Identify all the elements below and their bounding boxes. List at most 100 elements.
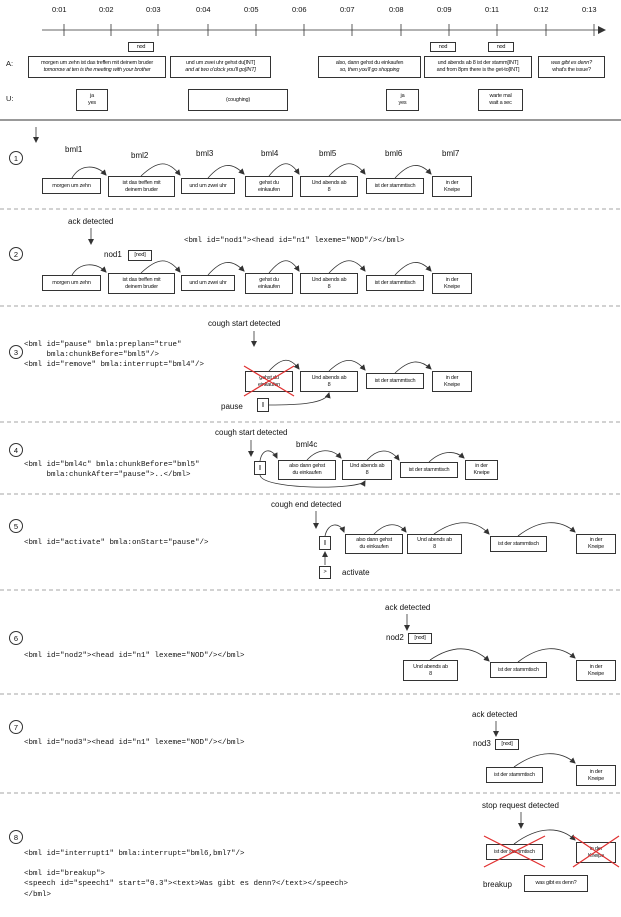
tick-label: 0:05 — [244, 5, 259, 14]
chunk-box: ist der stammtisch — [490, 662, 547, 678]
bml-code: <bml id="nod2"><head id="n1" lexeme="NOD… — [24, 652, 245, 660]
chunk-box: ist der stammtisch — [490, 536, 547, 552]
pause-label: pause — [221, 402, 243, 411]
bml-label: bml2 — [131, 151, 149, 160]
pause-icon: || — [257, 398, 269, 412]
bml-code: <bml id="bml4c" bmla:chunkBefore="bml5" … — [24, 461, 200, 480]
pause-icon: || — [254, 461, 266, 475]
step-number: 7 — [9, 720, 23, 734]
bml-label: bml6 — [385, 149, 403, 158]
chunk-box-removed: ist der stammtisch — [486, 844, 543, 860]
pause-icon: || — [319, 536, 331, 550]
chunk-box: ist der stammtisch — [400, 462, 458, 478]
bml-label: bml5 — [319, 149, 337, 158]
agent-row-label: A: — [6, 59, 14, 68]
tick-label: 0:06 — [292, 5, 307, 14]
activate-icon: > — [319, 566, 331, 579]
bml-code: <bml id="nod1"><head id="n1" lexeme="NOD… — [184, 237, 405, 245]
user-row-label: U: — [6, 94, 14, 103]
agent-utterance: und abends ab 8 ist der stamm[INT]and fr… — [424, 56, 532, 78]
chunk-box: morgen um zehn — [42, 275, 101, 291]
chunk-box: ist der stammtisch — [366, 373, 424, 389]
tick-label: 0:07 — [340, 5, 355, 14]
event-label: ack detected — [472, 710, 518, 719]
bml-code: <bml id="pause" bmla:preplan="true" bmla… — [24, 341, 205, 370]
bml-label: bml1 — [65, 145, 83, 154]
nod-name: nod3 — [473, 739, 491, 748]
bml-code: <bml id="nod3"><head id="n1" lexeme="NOD… — [24, 739, 245, 747]
chunk-box: morgen um zehn — [42, 178, 101, 194]
nod-name: nod1 — [104, 250, 122, 259]
chunk-label: bml4c — [296, 440, 318, 449]
chunk-box: ist der stammtisch — [366, 275, 424, 291]
chunk-box: und um zwei uhr — [181, 178, 235, 194]
event-label: cough start detected — [215, 428, 288, 437]
tick-label: 0:04 — [196, 5, 211, 14]
breakup-label: breakup — [483, 880, 512, 889]
tick-label: 0:13 — [582, 5, 597, 14]
step-number: 2 — [9, 247, 23, 261]
timeline-arrowhead — [598, 26, 606, 34]
event-label: stop request detected — [482, 801, 559, 810]
step-number: 1 — [9, 151, 23, 165]
nod-box: [nod] — [495, 739, 519, 750]
tick-label: 0:12 — [534, 5, 549, 14]
bml-label: bml7 — [442, 149, 460, 158]
bml-code: <bml id="activate" bmla:onStart="pause"/… — [24, 539, 209, 547]
event-label: cough start detected — [208, 319, 281, 328]
chunk-box: ist der stammtisch — [486, 767, 543, 783]
nod-name: nod2 — [386, 633, 404, 642]
event-label: ack detected — [385, 603, 431, 612]
tick-label: 0:11 — [485, 5, 500, 14]
nod-box: [nod] — [408, 633, 432, 644]
nod-marker: nod — [430, 42, 456, 52]
chunk-box: und um zwei uhr — [181, 275, 235, 291]
nod-marker: nod — [128, 42, 154, 52]
tick-label: 0:02 — [99, 5, 114, 14]
tick-label: 0:08 — [389, 5, 404, 14]
event-label: ack detected — [68, 217, 114, 226]
agent-utterance: und um zwei uhr gehst du[INT]and at two … — [170, 56, 271, 78]
breakup-box: was gibt es denn? — [524, 875, 588, 892]
agent-utterance: was gibt es denn?what's the issue? — [538, 56, 605, 78]
step-number: 3 — [9, 345, 23, 359]
tick-label: 0:01 — [52, 5, 67, 14]
step-number: 5 — [9, 519, 23, 533]
step-number: 8 — [9, 830, 23, 844]
nod-marker: nod — [488, 42, 514, 52]
bml-code: <bml id="interrupt1" bmla:interrupt="bml… — [24, 850, 349, 899]
bml-label: bml4 — [261, 149, 279, 158]
event-label: cough end detected — [271, 500, 342, 509]
step-number: 4 — [9, 443, 23, 457]
step-number: 6 — [9, 631, 23, 645]
nod-box: [nod] — [128, 250, 152, 261]
bml-label: bml3 — [196, 149, 214, 158]
activate-label: activate — [342, 568, 370, 577]
chunk-box: ist der stammtisch — [366, 178, 424, 194]
tick-label: 0:09 — [437, 5, 452, 14]
